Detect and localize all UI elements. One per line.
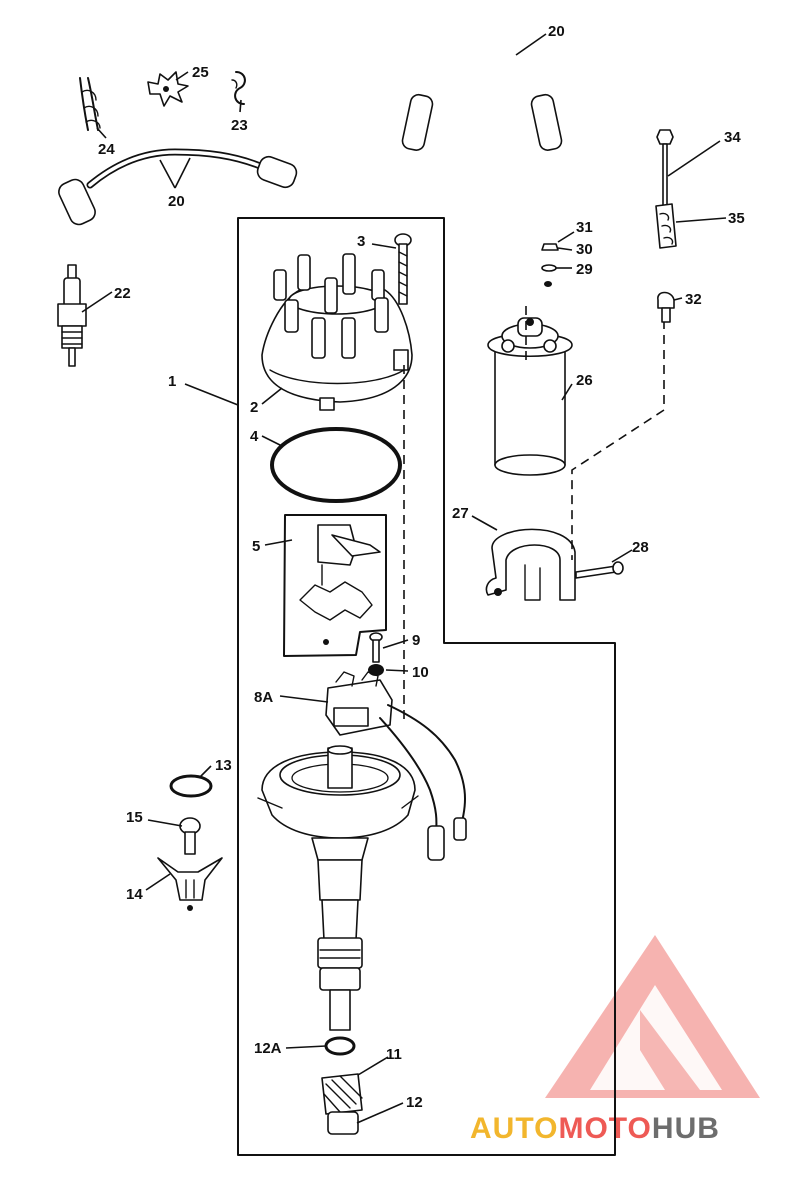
callout-5: 5 xyxy=(252,538,260,555)
callout-11: 11 xyxy=(386,1046,402,1063)
callout-32: 32 xyxy=(685,291,702,308)
hold-down-bolt-15 xyxy=(179,817,201,855)
callout-22: 22 xyxy=(114,285,131,302)
callout-12a: 12A xyxy=(254,1040,282,1057)
wire-clip-23 xyxy=(231,71,246,105)
module-screw-9 xyxy=(369,632,383,663)
distributor-housing xyxy=(257,745,419,1031)
callout-23: 23 xyxy=(231,117,248,134)
callout-34: 34 xyxy=(724,129,741,146)
cap-screw-3 xyxy=(394,233,412,305)
spark-plug-wire-left xyxy=(58,148,298,226)
callout-9: 9 xyxy=(412,632,420,649)
callout-26: 26 xyxy=(576,372,593,389)
bracket-screw-28 xyxy=(575,561,624,579)
watermark-logo: AUTOMOTOHUB xyxy=(470,935,760,1145)
callout-1: 1 xyxy=(168,373,176,390)
callout-4: 4 xyxy=(250,428,259,445)
wire-clip-35 xyxy=(655,203,677,249)
assembly-boundary xyxy=(237,217,616,1156)
guide-line-coil-mount xyxy=(571,320,665,560)
watermark-text-auto: AUTOMOTOHUB xyxy=(470,1112,720,1145)
washer-13 xyxy=(169,774,213,798)
callout-24: 24 xyxy=(98,141,115,158)
ignition-module-8a xyxy=(325,671,467,861)
callout-20-left: 20 xyxy=(168,193,185,210)
washer-12a xyxy=(324,1036,356,1056)
callout-30: 30 xyxy=(576,241,593,258)
ignition-coil-26 xyxy=(487,317,573,476)
callout-3: 3 xyxy=(357,233,365,250)
distributor-rotor-clip-25 xyxy=(147,71,189,107)
ground-strap-34 xyxy=(656,129,674,207)
callout-13: 13 xyxy=(215,757,232,774)
drive-gear-11 xyxy=(321,1073,363,1135)
callout-20-top: 20 xyxy=(548,23,565,40)
watermark-triangle-mark xyxy=(640,1010,700,1090)
callout-31: 31 xyxy=(576,219,593,236)
distributor-cap-2 xyxy=(261,253,413,411)
callout-25: 25 xyxy=(192,64,209,81)
callout-10: 10 xyxy=(412,664,429,681)
callout-14: 14 xyxy=(126,886,143,903)
callout-15: 15 xyxy=(126,809,143,826)
wire-separator-24 xyxy=(79,77,101,131)
washer-10 xyxy=(368,664,384,676)
coil-bracket-27 xyxy=(485,528,576,601)
leader-lines xyxy=(81,33,727,1124)
callout-2: 2 xyxy=(250,399,258,416)
rotor-kit-5 xyxy=(283,514,387,657)
mounting-bolt-32 xyxy=(657,291,675,323)
callout-labels: 1 2 3 4 5 8A 9 10 11 12 12A 13 14 15 20 … xyxy=(98,23,745,1111)
hold-down-clamp-14 xyxy=(157,857,223,911)
coil-hardware-29-31 xyxy=(541,243,559,287)
callout-35: 35 xyxy=(728,210,745,227)
callout-27: 27 xyxy=(452,505,469,522)
callout-12: 12 xyxy=(406,1094,423,1111)
callout-29: 29 xyxy=(576,261,593,278)
callout-28: 28 xyxy=(632,539,649,556)
callout-8a: 8A xyxy=(254,689,273,706)
cap-seal-4 xyxy=(270,427,402,503)
spark-plug-22 xyxy=(57,264,87,367)
spark-plug-wire-top xyxy=(401,48,563,151)
